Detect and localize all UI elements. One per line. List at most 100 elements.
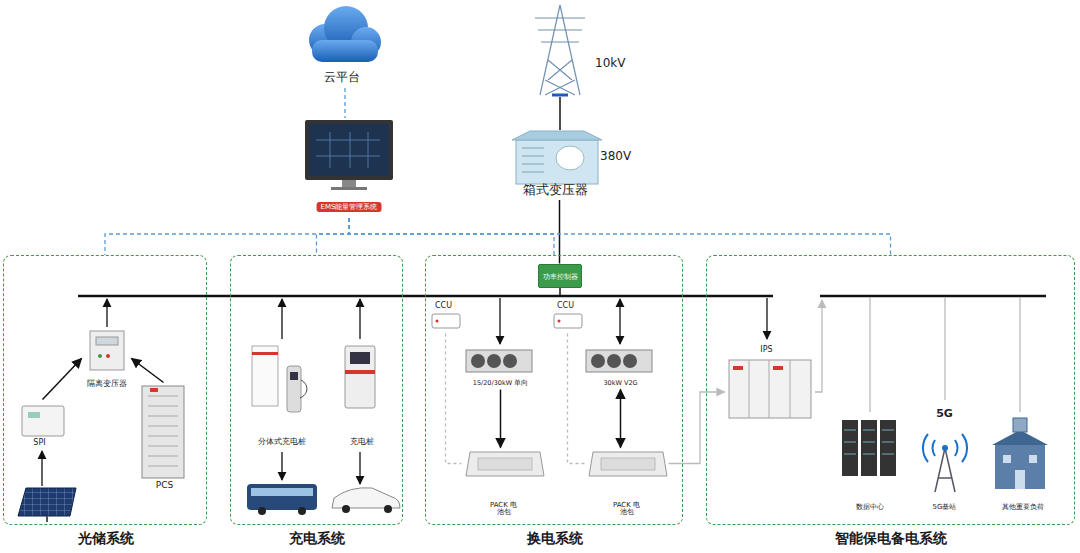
power-tower-icon: [535, 5, 585, 95]
isolation-transformer-icon: [106, 354, 110, 358]
connector: [559, 200, 561, 264]
split-charger: 分体式充电桩: [245, 340, 320, 450]
isolation-transformer-icon: [96, 337, 118, 345]
box-transformer-icon: [512, 131, 602, 184]
box-transformer-icon: [516, 140, 598, 184]
electric-bus-icon: [247, 484, 317, 515]
split-charger-icon: [290, 372, 298, 380]
cloud-icon: [309, 6, 381, 62]
electric-bus-icon: [251, 488, 313, 496]
split-charger-icon: [300, 380, 307, 398]
power-arrow: [499, 298, 500, 344]
charger-module: 15/20/30kW 单向: [460, 345, 542, 390]
spi-icon: [22, 406, 64, 436]
connector: [43, 359, 82, 400]
power-arrow: [359, 299, 360, 339]
connector: [349, 218, 891, 255]
bus-bar: [559, 288, 561, 296]
5g-tower-icon: [935, 448, 955, 492]
5g-tower-icon: [942, 445, 948, 451]
car-icon: [384, 505, 392, 513]
data-center-icon: [861, 420, 877, 476]
connector: [559, 97, 561, 130]
node-label: 5G基站: [933, 502, 957, 510]
ems-monitor: EMS能量管理系统: [303, 118, 395, 218]
power-controller: 功率控制器: [538, 264, 582, 288]
connector: [317, 218, 350, 255]
ccu-unit: CCU: [550, 300, 586, 334]
battery-pack-icon: [478, 458, 532, 470]
monitor-icon: [342, 180, 356, 188]
cloud-platform: 云平台: [300, 0, 385, 88]
node-label: EMS能量管理系统: [317, 202, 382, 212]
load-wire: [815, 300, 822, 392]
node-label: CCU: [435, 301, 452, 310]
system-group: 光储系统隔离变压器SPIPCS: [3, 255, 207, 525]
ips-cabinet-icon: [729, 360, 811, 418]
node-label: PACK 电池包: [612, 502, 642, 517]
node-label: 箱式变压器: [523, 183, 588, 198]
power-arrow: [766, 298, 767, 339]
5g-tower-icon: [923, 434, 967, 462]
node-label: 隔离变压器: [87, 379, 127, 388]
power-arrow: [41, 451, 42, 486]
node-label: 10kV: [595, 57, 625, 71]
connector: [349, 218, 554, 255]
charger-icon: [350, 352, 370, 364]
group-title: 换电系统: [527, 530, 583, 546]
pcs-cabinet-icon: [148, 396, 178, 466]
5g-tower-icon: [923, 434, 967, 492]
isolation-transformer-icon: [90, 331, 124, 370]
car-icon: [332, 488, 400, 513]
ccu-icon: [432, 314, 582, 328]
building-icon: [992, 418, 1048, 489]
monitor-icon: [305, 120, 393, 190]
power-arrow: [281, 452, 282, 480]
node-label: 充电桩: [350, 437, 374, 446]
data-center-icon: [880, 420, 896, 476]
spi-icon: [28, 412, 40, 418]
pcs-cabinet-icon: [142, 386, 184, 478]
battery-pack: PACK 电池包: [462, 448, 546, 522]
system-group: 智能保电备电系统IPS数据中心5G5G基站其他重要负荷: [706, 255, 1075, 525]
pcs-cabinet-icon: [150, 388, 158, 392]
node-label: CCU: [557, 301, 574, 310]
node-label: 15/20/30kW 单向: [473, 380, 528, 387]
car-icon: [342, 505, 350, 513]
charger-icon: [345, 370, 375, 374]
battery-pack-icon: [466, 452, 544, 476]
box-transformer-icon: [512, 131, 602, 140]
charger-module-icon: [471, 354, 485, 368]
battery-pack-icon: [601, 458, 655, 470]
data-center-icon: [842, 420, 896, 476]
group-title: 光储系统: [78, 530, 134, 546]
charger-module-icon: [466, 350, 652, 372]
charger-module-icon: [466, 350, 532, 372]
charger-module-icon: [586, 350, 652, 372]
ips-cabinet-icon: [749, 360, 790, 418]
grid-tower: 10kV: [528, 2, 636, 97]
connector: [344, 88, 345, 118]
power-arrow: [42, 298, 767, 486]
isolation-transformer-icon: [90, 331, 124, 370]
battery-pack: PACK 电池包: [585, 448, 669, 522]
ccu-icon: [554, 314, 582, 328]
solar-panel-icon: [18, 488, 76, 522]
electric-bus-icon: [258, 507, 266, 515]
building-icon: [1013, 418, 1027, 432]
connector: [620, 390, 622, 448]
node-label: 数据中心: [856, 502, 884, 510]
node-label: PCS: [156, 479, 173, 489]
building-icon: [995, 445, 1045, 489]
ccu-icon: [432, 314, 460, 328]
node-label: IPS: [760, 345, 772, 354]
ccu-icon: [558, 320, 561, 323]
charger-module-icon: [607, 354, 621, 368]
electric-bus-icon: [298, 507, 306, 515]
monitor-icon: [305, 120, 393, 180]
connector: [669, 392, 725, 464]
charger-module-icon: [591, 354, 605, 368]
node-label: 分体式充电桩: [258, 437, 306, 446]
charger-icon: [345, 346, 375, 408]
